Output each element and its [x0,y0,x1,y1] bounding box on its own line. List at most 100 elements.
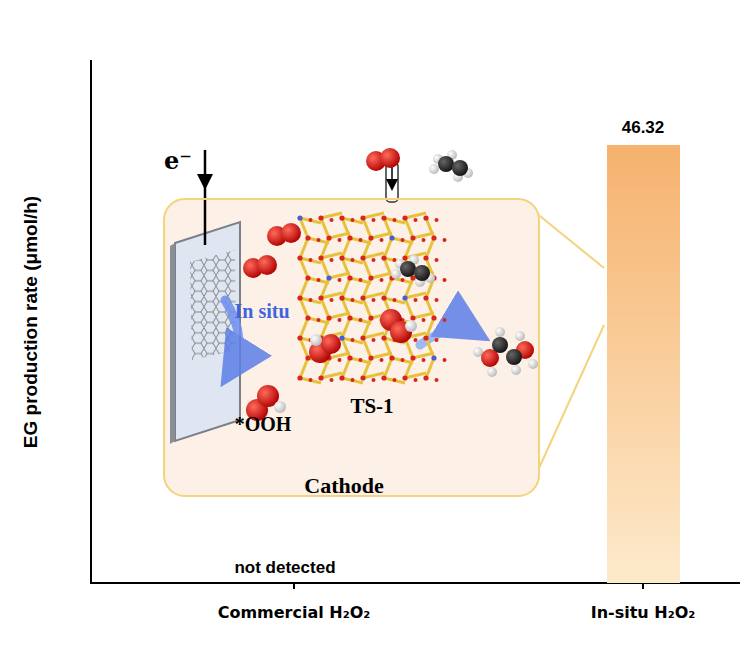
framework-atom [368,355,373,360]
framework-atom [372,298,376,302]
framework-atom [435,218,439,222]
tick-label: In-situ H₂O₂ [591,603,696,622]
framework-bond [363,258,371,278]
framework-atom [351,218,355,222]
framework-atom [339,335,344,340]
atom [274,401,286,413]
framework-atom [381,335,386,340]
framework-bond [426,238,434,258]
framework-atom [381,375,386,380]
framework-atom [339,255,344,260]
framework-atom [414,338,418,342]
framework-bond [321,218,329,238]
framework-atom [414,378,418,382]
framework-bond [405,293,426,298]
atom [380,148,400,168]
framework-atom [326,275,331,280]
framework-bond [329,313,350,318]
bar [607,145,680,583]
framework-bond [300,338,308,358]
framework-atom [339,295,344,300]
atom [400,261,416,277]
framework-atom [410,235,415,240]
framework-bond [405,213,426,218]
framework-atom [410,315,415,320]
framework-atom [443,358,447,362]
framework-atom [351,298,355,302]
framework-atom [402,295,407,300]
framework-bond [342,238,350,258]
framework-atom [380,358,384,362]
framework-atom [305,235,310,240]
framework-atom [372,218,376,222]
framework-atom [401,278,405,282]
framework-atom [359,278,363,282]
framework-atom [330,378,334,382]
framework-atom [381,295,386,300]
atom [515,331,525,341]
framework-bond [300,298,308,318]
framework-atom [372,338,376,342]
framework-atom [326,315,331,320]
framework-atom [435,298,439,302]
electron-label: e⁻ [164,146,192,175]
atom [414,265,430,281]
framework-atom [422,238,426,242]
atom [405,320,417,332]
framework-atom [414,218,418,222]
framework-atom [351,338,355,342]
framework-atom [380,238,384,242]
value-label: 46.32 [622,118,665,138]
framework-atom [410,355,415,360]
framework-bond [363,338,371,358]
framework-atom [318,375,323,380]
framework-bond [371,353,392,358]
framework-atom [401,238,405,242]
framework-atom [422,358,426,362]
framework-bond [384,238,392,258]
framework-bond [363,333,384,338]
framework-bond [321,258,329,278]
framework-atom [443,318,447,322]
species-label: *OOH [235,413,292,436]
framework-atom [309,258,313,262]
atom [495,327,505,337]
tick-label: Commercial H₂O₂ [218,603,371,622]
framework-bond [321,293,342,298]
panel-caption: Cathode [304,473,383,499]
framework-atom [351,258,355,262]
framework-bond [342,278,350,298]
framework-bond [363,218,371,238]
framework-bond [342,358,350,378]
framework-atom [330,218,334,222]
framework-atom [360,215,365,220]
framework-atom [381,215,386,220]
framework-atom [389,355,394,360]
framework-atom [359,358,363,362]
framework-bond [405,218,413,238]
atom [487,367,497,377]
framework-atom [389,235,394,240]
catalyst-label: TS-1 [350,394,393,419]
atom [511,365,521,375]
framework-atom [443,278,447,282]
framework-bond [321,213,342,218]
framework-atom [431,315,436,320]
framework-atom [339,375,344,380]
framework-atom [435,378,439,382]
atom [310,334,322,346]
framework-atom [297,255,302,260]
framework-bond [405,373,426,378]
framework-atom [317,318,321,322]
framework-atom [338,318,342,322]
framework-atom [368,315,373,320]
framework-atom [338,278,342,282]
framework-atom [339,215,344,220]
framework-atom [317,238,321,242]
framework-bond [363,213,384,218]
framework-atom [368,235,373,240]
atom [281,223,301,243]
framework-atom [435,258,439,262]
framework-atom [347,315,352,320]
